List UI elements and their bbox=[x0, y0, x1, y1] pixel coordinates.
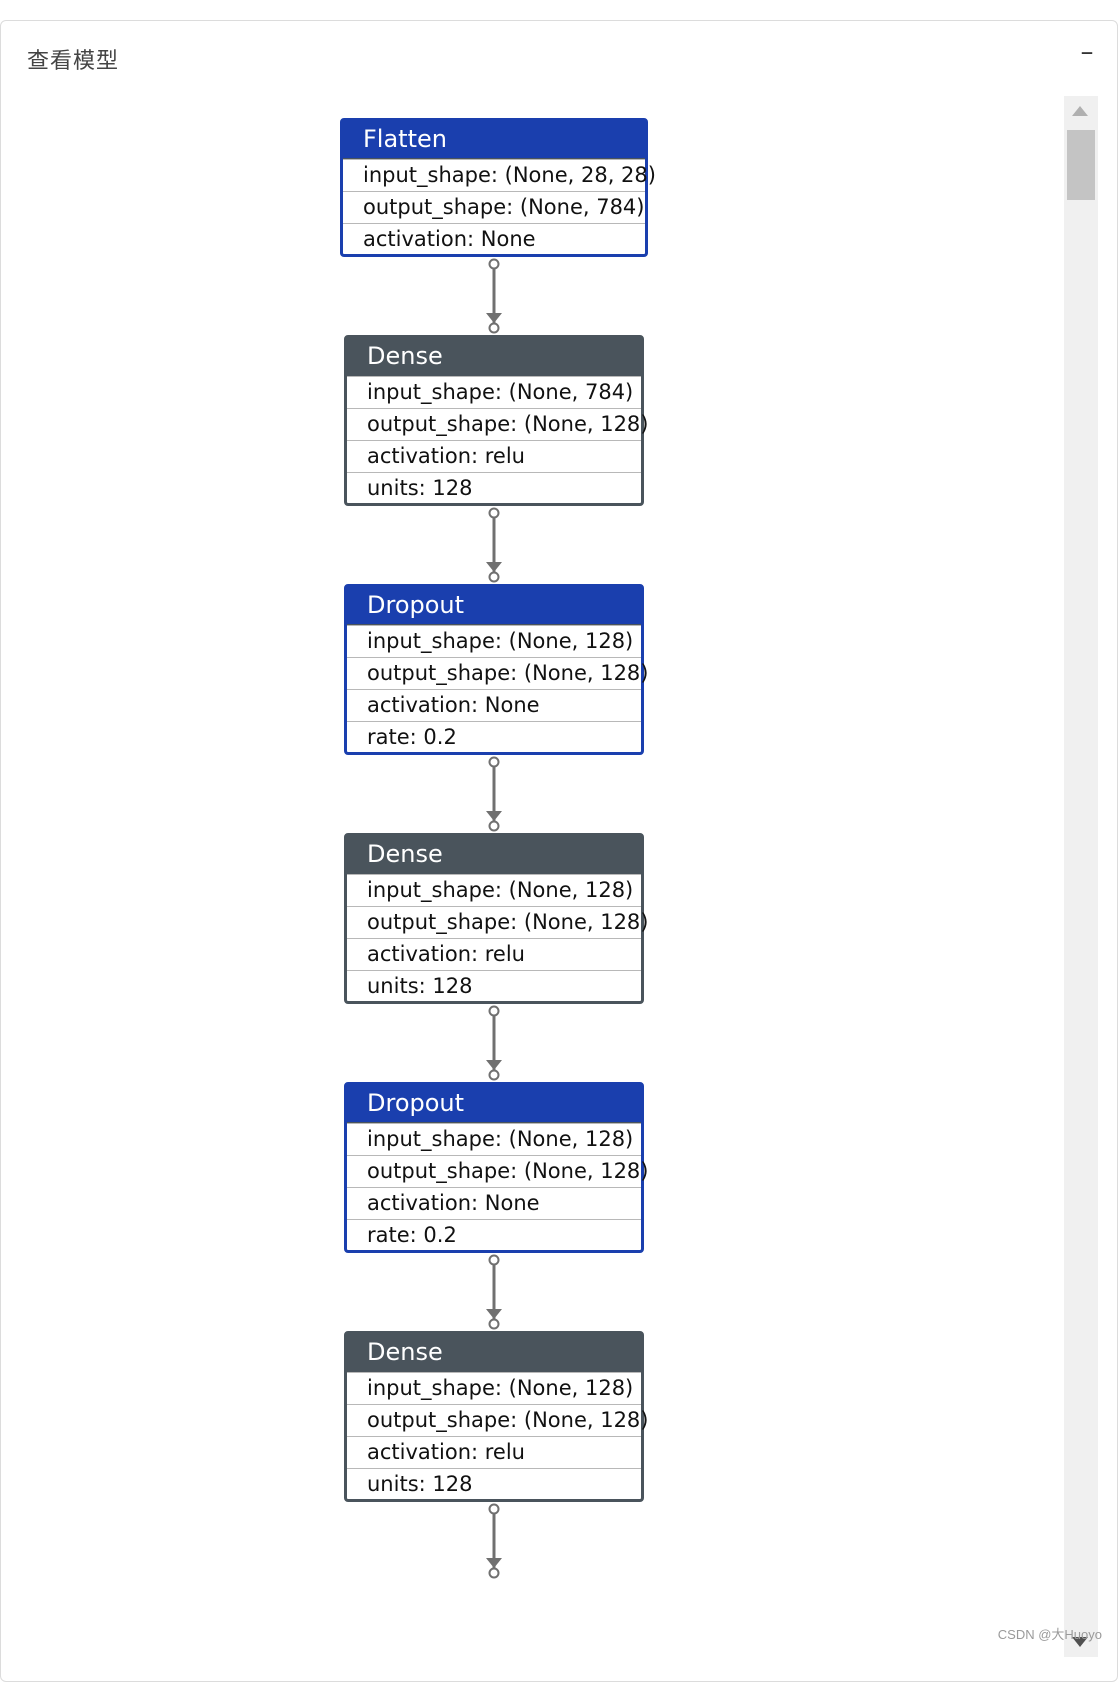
edge-connector bbox=[486, 756, 502, 832]
panel-title: 查看模型 bbox=[27, 49, 120, 74]
layer-attribute: activation: relu bbox=[347, 1436, 641, 1468]
layer-attribute: output_shape: (None, 128) bbox=[347, 408, 649, 440]
arrow-down-icon bbox=[486, 313, 502, 323]
layer-attribute: output_shape: (None, 784) bbox=[343, 191, 645, 223]
layer-attribute: input_shape: (None, 128) bbox=[347, 1123, 641, 1155]
input-port-icon bbox=[488, 1318, 500, 1330]
output-port-icon bbox=[488, 507, 500, 519]
arrow-down-icon bbox=[486, 1558, 502, 1568]
edge-connector bbox=[486, 258, 502, 334]
output-port-icon bbox=[488, 756, 500, 768]
arrow-down-icon bbox=[486, 1060, 502, 1070]
layer-type-label: Dropout bbox=[347, 587, 641, 625]
edge-connector bbox=[486, 1005, 502, 1081]
layer-attribute: units: 128 bbox=[347, 472, 641, 504]
layer-type-label: Dropout bbox=[347, 1085, 641, 1123]
layer-attribute: input_shape: (None, 28, 28) bbox=[343, 159, 656, 191]
layer-attribute: activation: None bbox=[347, 1187, 641, 1219]
input-port-icon bbox=[488, 1567, 500, 1579]
watermark: CSDN @大Huoyo bbox=[997, 1627, 1102, 1642]
layer-attribute: input_shape: (None, 784) bbox=[347, 376, 641, 408]
output-port-icon bbox=[488, 1254, 500, 1266]
layer-attribute: output_shape: (None, 128) bbox=[347, 657, 649, 689]
edge-connector bbox=[486, 1503, 502, 1579]
input-port-icon bbox=[488, 820, 500, 832]
layer-attribute: rate: 0.2 bbox=[347, 721, 641, 753]
collapse-button[interactable]: – bbox=[1080, 37, 1094, 67]
vertical-scrollbar[interactable] bbox=[1064, 96, 1098, 1657]
layer-attribute: output_shape: (None, 128) bbox=[347, 906, 649, 938]
layer-type-label: Dense bbox=[347, 1334, 641, 1372]
scroll-up-arrow-icon[interactable] bbox=[1072, 106, 1088, 116]
layer-attribute: input_shape: (None, 128) bbox=[347, 1372, 641, 1404]
output-port-icon bbox=[488, 1503, 500, 1515]
scroll-down-arrow-icon[interactable] bbox=[1072, 1637, 1088, 1647]
output-port-icon bbox=[488, 258, 500, 270]
layer-attribute: input_shape: (None, 128) bbox=[347, 625, 641, 657]
layer-attribute: activation: None bbox=[343, 223, 645, 255]
layer-attribute: input_shape: (None, 128) bbox=[347, 874, 641, 906]
arrow-down-icon bbox=[486, 811, 502, 821]
layer-attribute: output_shape: (None, 128) bbox=[347, 1404, 649, 1436]
layer-type-label: Dense bbox=[347, 338, 641, 376]
input-port-icon bbox=[488, 571, 500, 583]
edge-connector bbox=[486, 1254, 502, 1330]
scroll-thumb[interactable] bbox=[1067, 130, 1095, 200]
layer-attribute: rate: 0.2 bbox=[347, 1219, 641, 1251]
arrow-down-icon bbox=[486, 562, 502, 572]
layer-attribute: activation: relu bbox=[347, 938, 641, 970]
layer-attribute: units: 128 bbox=[347, 970, 641, 1002]
input-port-icon bbox=[488, 322, 500, 334]
layer-attribute: activation: relu bbox=[347, 440, 641, 472]
output-port-icon bbox=[488, 1005, 500, 1017]
input-port-icon bbox=[488, 1069, 500, 1081]
layer-type-label: Flatten bbox=[343, 121, 645, 159]
layer-type-label: Dense bbox=[347, 836, 641, 874]
layer-attribute: output_shape: (None, 128) bbox=[347, 1155, 649, 1187]
layer-attribute: activation: None bbox=[347, 689, 641, 721]
edge-connector bbox=[486, 507, 502, 583]
arrow-down-icon bbox=[486, 1309, 502, 1319]
layer-attribute: units: 128 bbox=[347, 1468, 641, 1500]
